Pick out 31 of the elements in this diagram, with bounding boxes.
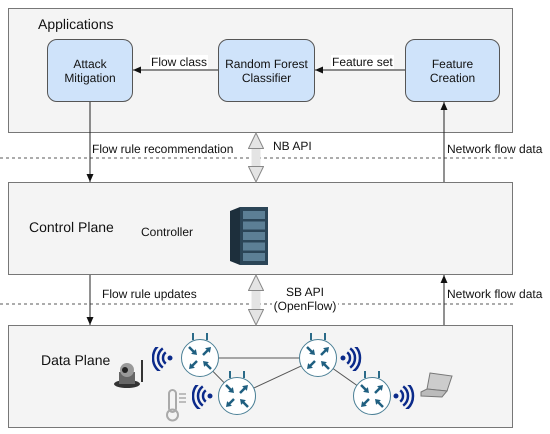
- section-title: Control Plane: [29, 219, 114, 235]
- layer-panel: [8, 325, 513, 428]
- edge-label: Flow rule updates: [101, 287, 198, 301]
- router-icon: [217, 370, 257, 416]
- process-box: Random Forest Classifier: [218, 39, 315, 102]
- section-title: Data Plane: [41, 352, 110, 368]
- edge-label: Flow rule recommendation: [91, 142, 234, 156]
- edge-label: Flow class: [150, 55, 208, 69]
- link-line: [253, 365, 302, 389]
- process-box: Feature Creation: [405, 39, 500, 102]
- edge-label: Network flow data: [446, 142, 544, 156]
- layer-panel: [8, 8, 513, 133]
- arrow: [132, 66, 218, 74]
- edge-label: Network flow data: [446, 287, 544, 301]
- arrow: [86, 102, 94, 182]
- router-icon: [180, 332, 220, 378]
- arrow: [440, 102, 448, 182]
- controller-label: Controller: [140, 225, 194, 239]
- section-title: Applications: [38, 16, 114, 32]
- arrow: [314, 66, 406, 74]
- link-line: [212, 370, 225, 384]
- arrow: [86, 274, 94, 326]
- router-icon: [352, 370, 392, 416]
- edge-label: NB API: [272, 139, 313, 153]
- edge-label: Feature set: [331, 55, 394, 69]
- edge-label: SB API (OpenFlow): [272, 285, 338, 313]
- router-icon: [298, 332, 338, 378]
- link-line: [332, 368, 358, 386]
- arrow: [440, 274, 448, 326]
- process-box: Attack Mitigation: [47, 39, 133, 102]
- layer-panel: [8, 182, 513, 275]
